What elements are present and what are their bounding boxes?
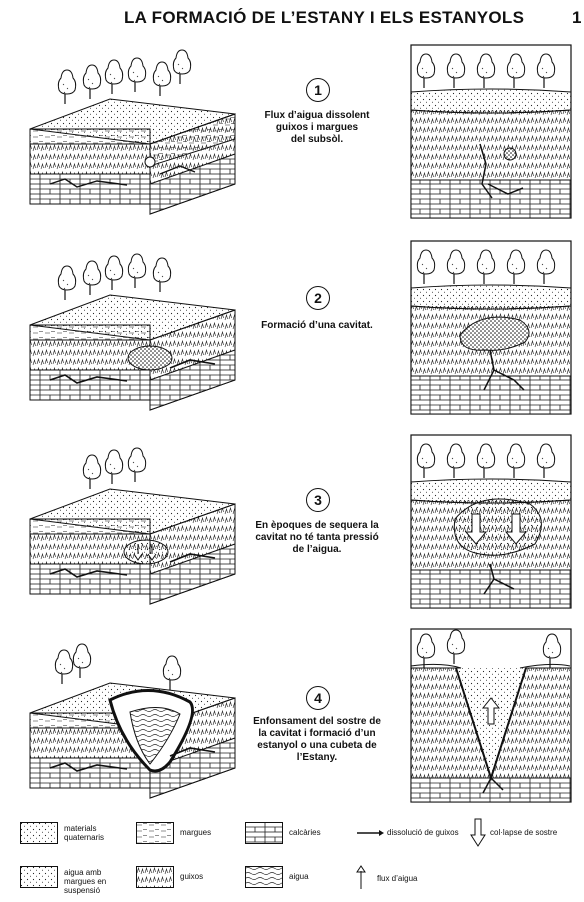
block-diagram-2 (29, 253, 236, 411)
step-number: 4 (306, 686, 330, 710)
legend-col-lapse: col·lapse de sostre (470, 818, 557, 848)
header: LA FORMACIÓ DE L’ESTANY I ELS ESTANYOLS … (0, 8, 584, 30)
step-number: 1 (306, 78, 330, 102)
page-number: 1 (572, 8, 582, 27)
cross-section-3 (410, 434, 572, 609)
cross-section-1 (410, 44, 572, 219)
legend-flux: flux d’aigua (355, 864, 417, 890)
cross-section-2 (410, 240, 572, 415)
page-title: LA FORMACIÓ DE L’ESTANY I ELS ESTANYOLS (124, 8, 525, 27)
step-2: 2 Formació d’una cavitat. (0, 240, 584, 430)
step-number: 2 (306, 286, 330, 310)
legend-margues: margues (136, 822, 211, 844)
legend-dissolucio: dissolució de guixos (355, 822, 459, 844)
block-diagram-3 (29, 447, 236, 605)
block-diagram-1 (29, 49, 236, 215)
cross-section-4 (410, 628, 572, 803)
step-description: Formació d’una cavitat. (261, 320, 373, 331)
block-diagram-4 (29, 643, 236, 799)
legend-calcaries: calcàries (245, 822, 321, 844)
step-number: 3 (306, 488, 330, 512)
legend-aigua: aigua (245, 866, 309, 888)
legend-guixos: guixos (136, 866, 203, 888)
